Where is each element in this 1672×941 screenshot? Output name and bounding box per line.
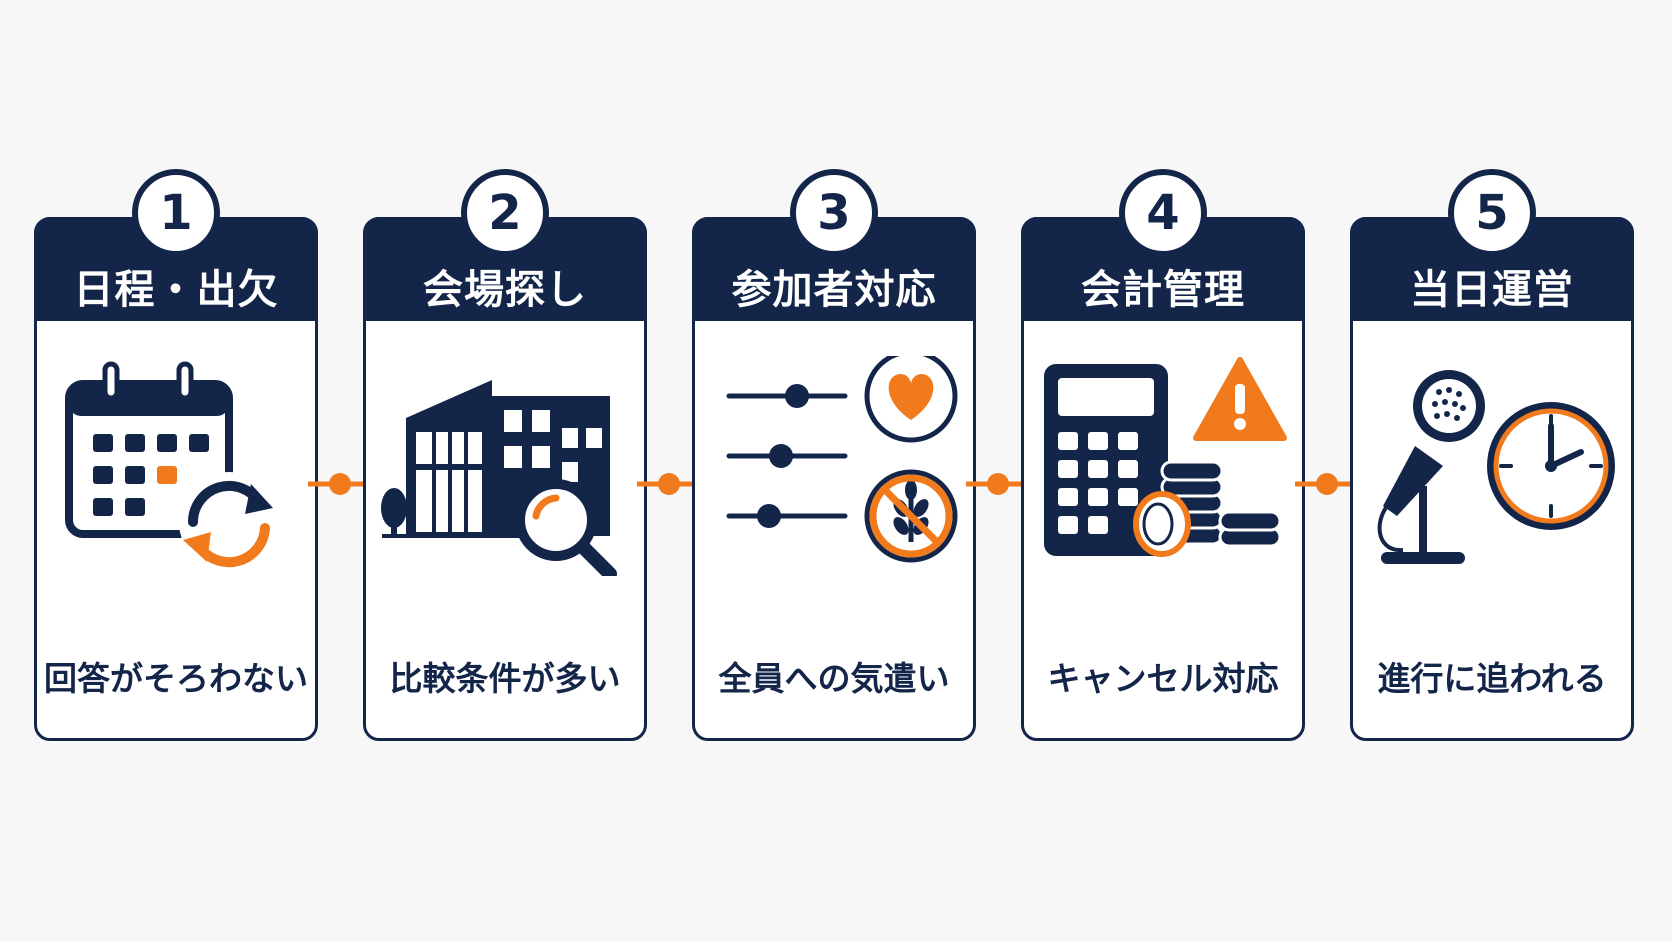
step-card-2: 2 会場探し	[363, 169, 647, 741]
sliders-icon	[726, 384, 848, 528]
step-illustration	[381, 380, 617, 576]
step-caption: 全員への気遣い	[718, 659, 950, 698]
step-caption: 比較条件が多い	[389, 659, 621, 698]
connector-4-5	[1295, 473, 1359, 495]
step-number-badge: 2	[461, 169, 549, 257]
step-caption: キャンセル対応	[1047, 659, 1279, 698]
step-header: 2 会場探し	[363, 169, 647, 321]
refresh-icon	[179, 472, 279, 572]
calendar-icon	[65, 361, 233, 538]
step-caption: 進行に追われる	[1377, 659, 1607, 698]
step-illustration	[65, 361, 279, 572]
step-card-5: 5 当日運営	[1350, 169, 1634, 741]
microphone-icon	[1377, 370, 1485, 564]
clock-icon	[1487, 402, 1615, 530]
step-header: 5 当日運営	[1350, 169, 1634, 321]
step-number-badge: 5	[1448, 169, 1536, 257]
step-header: 1 日程・出欠	[34, 169, 318, 321]
connector-3-4	[966, 473, 1030, 495]
step-illustration	[726, 356, 958, 563]
step-header: 4 会計管理	[1021, 169, 1305, 321]
step-title: 会場探し	[423, 267, 587, 313]
step-number-badge: 4	[1119, 169, 1207, 257]
coins-icon	[1133, 460, 1282, 557]
step-title: 日程・出欠	[73, 267, 279, 313]
step-header: 3 参加者対応	[692, 169, 976, 321]
connector-1-2	[308, 473, 372, 495]
step-number-badge: 1	[132, 169, 220, 257]
warning-icon	[1193, 357, 1287, 441]
step-illustration	[1044, 357, 1287, 557]
step-title: 会計管理	[1081, 267, 1245, 313]
step-title: 参加者対応	[731, 267, 937, 313]
step-illustration	[1377, 370, 1615, 564]
step-number: 1	[159, 185, 193, 241]
step-number: 5	[1475, 185, 1509, 241]
connector-2-3	[637, 473, 701, 495]
step-title: 当日運営	[1410, 267, 1574, 313]
no-wheat-icon	[864, 469, 958, 563]
step-card-3: 3 参加者対応	[692, 169, 976, 741]
step-card-4: 4 会計管理	[1021, 169, 1305, 741]
building-icon	[381, 380, 610, 538]
magnifier-icon	[515, 479, 617, 576]
heart-icon	[864, 356, 958, 443]
step-caption: 回答がそろわない	[44, 659, 308, 698]
step-number: 3	[817, 185, 851, 241]
step-number: 2	[488, 185, 522, 241]
step-card-1: 1 日程・出欠	[34, 169, 318, 741]
step-number-badge: 3	[790, 169, 878, 257]
step-number: 4	[1146, 185, 1180, 241]
